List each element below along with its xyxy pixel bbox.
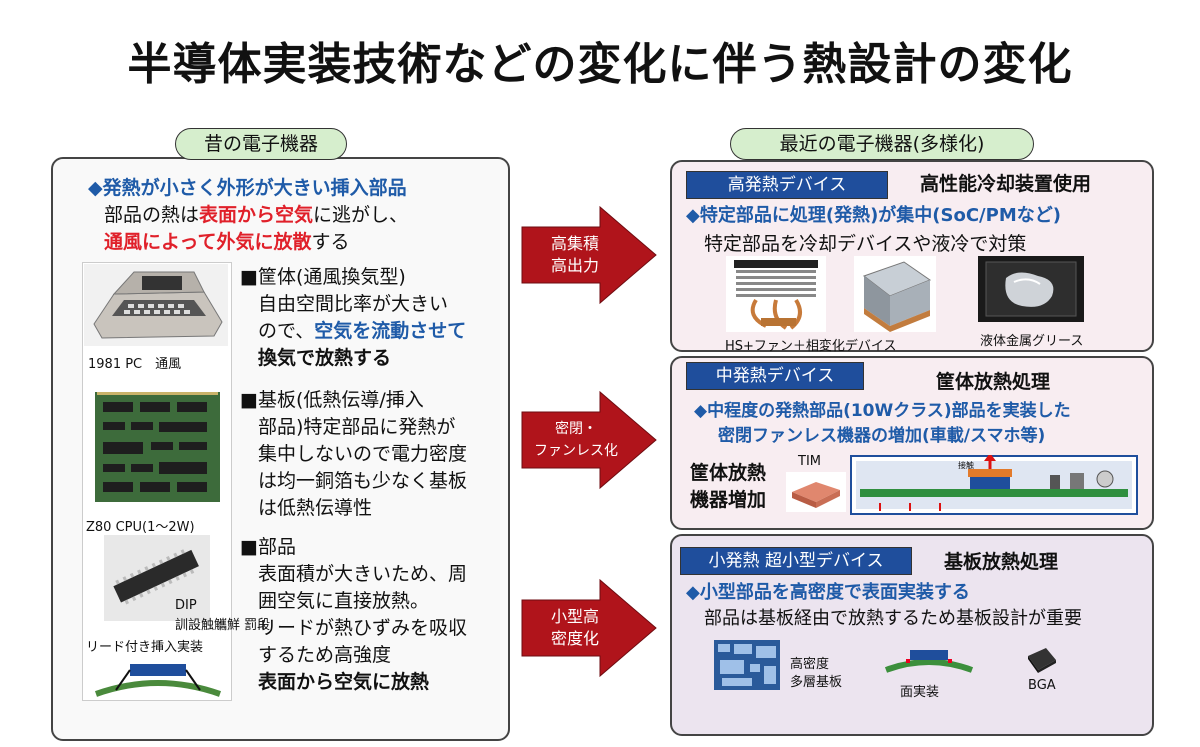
- dip-chip-photo: [104, 535, 210, 621]
- heat-contact-label: 接触: [958, 461, 974, 470]
- tim-label: TIM: [798, 454, 821, 469]
- high-heat-lead: ◆特定部品に処理(発熱)が集中(SoC/PMなど): [686, 205, 1061, 226]
- s2-line2: 集中しないので電力密度: [258, 443, 468, 465]
- arrow-high-integration: [521, 205, 657, 305]
- page-title: 半導体実装技術などの変化に伴う熱設計の変化: [127, 39, 1073, 90]
- board-caption-2: 多層基板: [790, 675, 843, 690]
- liquid-metal-grease-photo: [978, 256, 1084, 322]
- arrow1-label: 高集積高出力: [550, 234, 599, 275]
- dip-subcaption: 訓設触觿鮮 罰段: [175, 618, 271, 633]
- z80-caption: Z80 CPU(1～2W): [86, 520, 195, 535]
- s3-line5: 表面から空気に放熱: [258, 671, 430, 693]
- bga-caption: BGA: [1028, 678, 1056, 693]
- low-heat-tag: 基板放熱処理: [944, 551, 1059, 573]
- legacy-intro-line2: 通風によって外気に放散する: [104, 231, 350, 253]
- low-heat-text: 部品は基板経由で放熱するため基板設計が重要: [704, 608, 1082, 629]
- s1-heading: ■筐体(通風換気型): [240, 266, 406, 288]
- s3-line1: 表面積が大きいため、周: [258, 563, 468, 585]
- mid-heat-lead2: 密閉ファンレス機器の増加(車載/スマホ等): [718, 426, 1046, 446]
- modern-tab: 最近の電子機器(多様化): [730, 128, 1034, 160]
- dip-caption: DIP: [175, 598, 197, 613]
- high-heat-caption2: 液体金属グリース: [980, 334, 1084, 349]
- tim-pad-photo: [786, 472, 846, 512]
- arrow2-label: 密閉・ファンレス化: [534, 421, 618, 459]
- board-caption-1: 高密度: [790, 657, 830, 672]
- lead-insert-caption: リード付き挿入実装: [86, 640, 204, 655]
- arrow-miniaturization: [521, 578, 657, 678]
- s2-line3: は均一銅箔も少なく基板: [258, 470, 468, 492]
- arrow-sealed-fanless: [521, 390, 657, 490]
- pc-1981-caption: 1981 PC 通風: [88, 357, 182, 372]
- mid-heat-header: 中発熱デバイス: [686, 362, 864, 390]
- s3-line4: するため高強度: [258, 644, 392, 666]
- surface-mount-diagram: [884, 650, 974, 673]
- surface-mount-caption: 面実装: [900, 685, 940, 700]
- mid-heat-lead1: ◆中程度の発熱部品(10Wクラス)部品を実装した: [694, 401, 1071, 421]
- high-heat-text: 特定部品を冷却デバイスや液冷で対策: [704, 233, 1027, 255]
- heatsink-fan-photo: [726, 256, 826, 332]
- s3-heading: ■部品: [240, 536, 296, 558]
- high-heat-tag: 高性能冷却装置使用: [920, 173, 1092, 195]
- sealed-enclosure-diagram: [850, 455, 1138, 515]
- s1-line2: ので、空気を流動させて: [258, 320, 467, 342]
- s2-line1: 部品)特定部品に発熱が: [258, 416, 456, 438]
- legacy-lead: ◆発熱が小さく外形が大きい挿入部品: [88, 177, 407, 199]
- mid-heat-tag: 筐体放熱処理: [936, 371, 1051, 393]
- mid-heat-text1: 筐体放熱: [690, 462, 767, 484]
- s1-line1: 自由空間比率が大きい: [258, 293, 449, 315]
- legacy-intro-line1: 部品の熱は表面から空気に逃がし、: [104, 204, 409, 226]
- high-heat-caption1: HS+ファン＋相変化デバイス: [725, 339, 897, 354]
- mid-heat-text2: 機器増加: [690, 489, 767, 511]
- s3-line3: リードが熱ひずみを吸収: [258, 617, 468, 639]
- bga-chip-photo: [1028, 648, 1056, 673]
- s2-line4: は低熱伝導性: [258, 497, 373, 519]
- legacy-tab: 昔の電子機器: [175, 128, 347, 160]
- low-heat-header: 小発熱 超小型デバイス: [680, 547, 912, 575]
- phase-change-block-photo: [854, 256, 936, 332]
- s1-line3: 換気で放熱する: [258, 347, 392, 369]
- s3-line2: 囲空気に直接放熱。: [258, 590, 430, 612]
- multilayer-board-photo: [714, 640, 780, 690]
- arrow3-label: 小型高密度化: [550, 607, 599, 648]
- high-heat-header: 高発熱デバイス: [686, 171, 888, 199]
- low-heat-lead: ◆小型部品を高密度で表面実装する: [686, 582, 970, 603]
- z80-board-photo: [95, 392, 220, 502]
- lead-insert-diagram: [94, 664, 222, 697]
- s2-heading: ■基板(低熱伝導/挿入: [240, 389, 424, 411]
- pc-1981-photo: [84, 264, 228, 346]
